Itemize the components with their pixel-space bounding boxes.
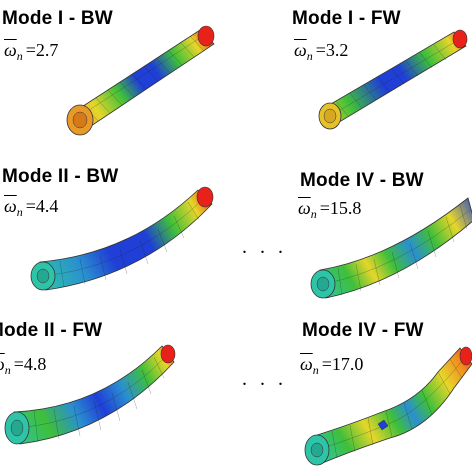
- frequency-label: ωn=4.8: [0, 354, 47, 377]
- ellipsis-row-2: . . .: [242, 236, 287, 258]
- tube-mode-shape: [310, 197, 472, 299]
- panel-title: Mode I - FW: [292, 8, 401, 29]
- panel-mode-2-fw: Mode II - FW ωn=4.8: [0, 316, 230, 466]
- panel-mode-1-fw: Mode I - FW ωn=3.2: [242, 0, 472, 150]
- panel-mode-1-bw: Mode I - BW ωn=2.7: [0, 0, 230, 150]
- panel-mode-4-bw: Mode IV - BW ωn=15.8: [242, 158, 472, 308]
- panel-mode-4-fw: Mode IV - FW ωn=17.0: [242, 316, 472, 466]
- ellipsis-row-3: . . .: [242, 368, 287, 390]
- panel-title: Mode II - FW: [0, 320, 103, 341]
- tube-mode-shape: [30, 186, 214, 291]
- tube-mode-shape: [318, 29, 468, 130]
- tube-mode-shape: [4, 344, 176, 445]
- frequency-label: ωn=4.4: [4, 196, 59, 219]
- frequency-label: ωn=3.2: [294, 40, 349, 63]
- frequency-label: ωn=15.8: [298, 198, 362, 221]
- panel-title: Mode I - BW: [2, 8, 113, 29]
- tube-mode-shape: [304, 346, 472, 466]
- tube-mode-shape: [66, 25, 215, 136]
- panel-title: Mode IV - FW: [302, 320, 424, 341]
- frequency-label: ωn=2.7: [4, 40, 59, 63]
- panel-title: Mode IV - BW: [300, 170, 424, 191]
- panel-mode-2-bw: Mode II - BW ωn=4.4: [0, 158, 230, 308]
- frequency-label: ωn=17.0: [300, 354, 364, 377]
- panel-title: Mode II - BW: [2, 166, 119, 187]
